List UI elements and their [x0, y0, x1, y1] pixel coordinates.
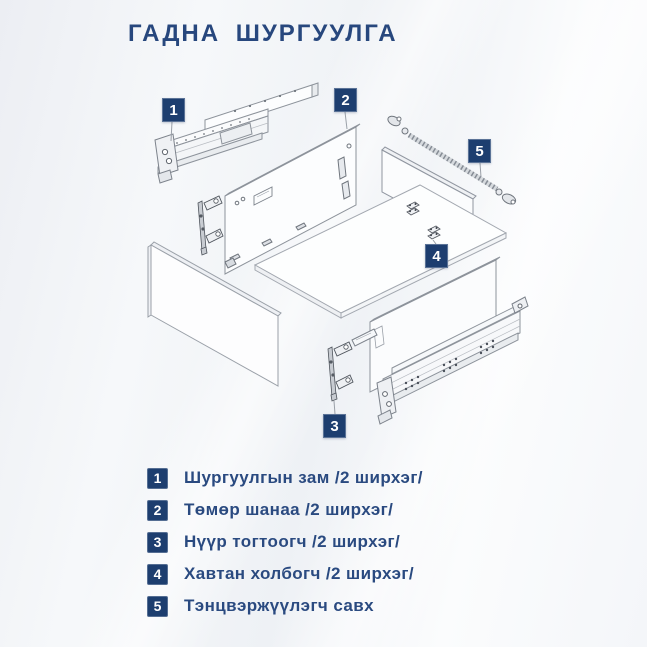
drawer-side-panel-left: [224, 123, 361, 275]
legend-label-4: Хавтан холбогч /2 ширхэг/: [184, 564, 415, 583]
legend-label-5: Тэнцвэржүүлэгч савх: [184, 596, 374, 615]
legend-row: 2 Төмөр шанаа /2 ширхэг/: [147, 499, 423, 521]
front-fixing-bracket-left: [197, 195, 224, 256]
legend-row: 4 Хавтан холбогч /2 ширхэг/: [147, 563, 423, 585]
drawer-rail-right: [376, 296, 529, 425]
drawer-front-panel: [147, 241, 282, 387]
panel-connector-clips: [406, 201, 441, 240]
callout-badge-2: 2: [334, 88, 357, 112]
callout-badge-5: 5: [468, 139, 491, 163]
page-title: ГАДНА ШУРГУУЛГА: [128, 20, 398, 47]
legend-row: 1 Шургуулгын зам /2 ширхэг/: [147, 467, 423, 489]
legend-badge-2: 2: [147, 499, 168, 521]
legend-label-3: Нүүр тогтоогч /2 ширхэг/: [184, 532, 401, 551]
legend-badge-5: 5: [147, 595, 168, 617]
legend-label-1: Шургуулгын зам /2 ширхэг/: [184, 468, 423, 487]
drawer-bottom-panel: [253, 184, 508, 319]
legend-badge-4: 4: [147, 563, 168, 585]
legend-label-2: Төмөр шанаа /2 ширхэг/: [184, 500, 394, 519]
callout-badge-1: 1: [162, 98, 185, 122]
callout-pointer-lines: [170, 111, 482, 415]
callout-badge-3: 3: [323, 414, 346, 438]
legend-badge-3: 3: [147, 531, 168, 553]
parts-legend: 1 Шургуулгын зам /2 ширхэг/ 2 Төмөр шана…: [147, 467, 423, 627]
legend-row: 5 Тэнцвэржүүлэгч савх: [147, 595, 423, 617]
legend-badge-1: 1: [147, 467, 168, 489]
callout-badge-4: 4: [425, 244, 448, 268]
legend-row: 3 Нүүр тогтоогч /2 ширхэг/: [147, 531, 423, 553]
front-fixing-bracket-right: [327, 341, 354, 402]
balance-rod: [387, 115, 517, 205]
drawer-rail-left: [154, 82, 319, 184]
